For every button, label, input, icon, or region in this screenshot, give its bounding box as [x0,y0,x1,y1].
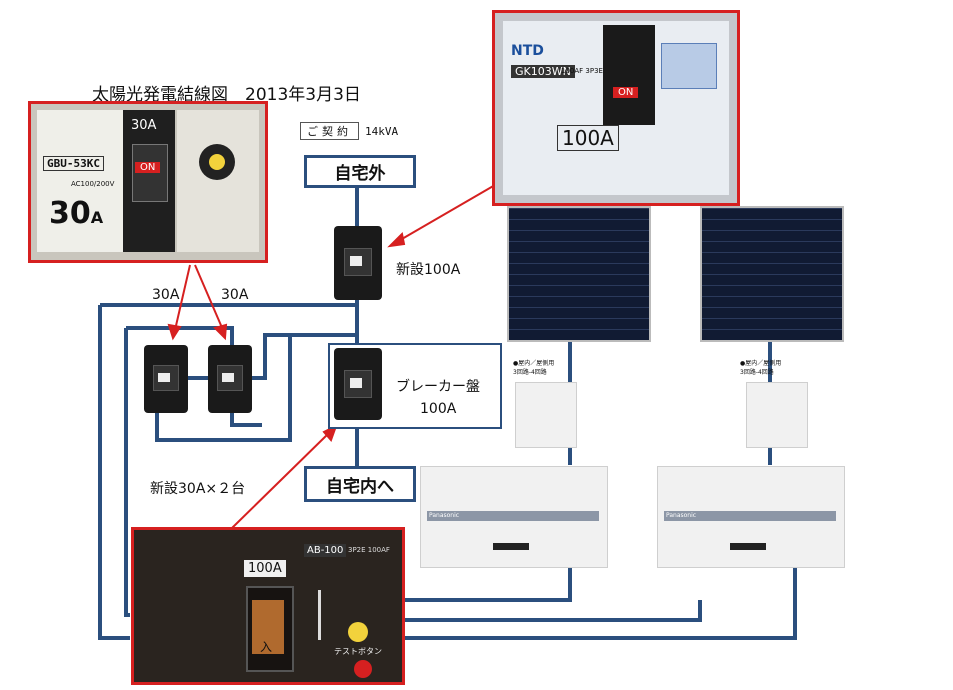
photo-bottom-test-icon [354,660,372,678]
photo-bottom-rating: 100A [244,560,286,577]
pcs-left-wire-2 [400,600,702,622]
junction-box-right [746,382,808,448]
panel-breaker [334,348,382,420]
photo-30a-breaker: GBU-53KC AC100/200V 30A 30A ON [28,101,268,263]
contract-value: 14kVA [365,124,399,138]
arrow-bottom [231,431,331,529]
photo-bottom-breaker: 100A AB-100 3P2E 100AF 入 テストボタン [131,527,405,685]
outside-node: 自宅外 [304,155,416,188]
left-outer-wire [98,305,130,640]
arrow-top-right [394,184,496,244]
inside-node: 自宅内へ [304,466,416,502]
arrow-left-1 [174,264,191,331]
photo-bottom-model: AB-100 [304,544,347,557]
photo-30a-top-label: 30A [131,118,157,133]
pcs-left-brand: Panasonic [429,512,460,519]
photo-100a-on: ON [613,87,639,98]
pcs-right-wire [400,565,797,640]
photo-bottom-indicator-icon [348,622,368,642]
small-breaker-bottom-left [155,335,292,442]
photo-bottom-test: テストボタン [334,647,382,656]
photo-bottom-spec: 3P2E 100AF [348,546,390,554]
contract-stamp: ご契約 14kVA [300,122,398,140]
junction-box-left-label: ●屋内／屋側用 3回路-4回路 [513,360,555,376]
left-inner-wire [124,328,130,617]
junction-box-left [515,382,577,448]
junction-box-right-label: ●屋内／屋側用 3回路-4回路 [740,360,782,376]
solar-panel-right [700,206,844,342]
photo-100a-model: GK103WN [511,65,575,78]
photo-30a-unit: A [90,208,104,227]
pcs-left-wire [400,565,572,602]
contract-label: ご契約 [300,122,359,140]
photo-30a-spec: AC100/200V [71,180,115,188]
new-small-label: 新設30A×２台 [150,481,246,497]
small-breaker-right-label: 30A [221,287,249,303]
photo-100a-spec: 100AF 3P3E [561,67,603,75]
photo-100a-brand: NTD [511,43,544,59]
small-breaker-bottom-right [230,412,262,427]
solar-panel-left [507,206,651,342]
pcs-right-brand: Panasonic [666,512,697,519]
power-conditioner-left: Panasonic [420,466,608,568]
small-breaker-left [144,345,188,413]
main-new-breaker [334,226,382,300]
left-loop-2 [126,326,234,345]
breaker-panel-label: ブレーカー盤 [396,379,480,395]
photo-30a-model: GBU-53KC [43,156,104,171]
photo-100a-rating: 100A [557,125,619,151]
photo-30a-number: 30 [49,196,91,231]
diagram-title: 太陽光発電結線図 2013年3月3日 [92,85,361,105]
power-conditioner-right: Panasonic [657,466,845,568]
small-breaker-left-label: 30A [152,287,180,303]
photo-30a-on: ON [135,162,161,173]
photo-30a-rating: 30A [49,196,103,231]
photo-bottom-switch: 入 [260,640,273,654]
breaker-panel-amp: 100A [420,401,457,417]
arrow-left-2 [194,264,224,331]
small-breaker-right [208,345,252,413]
new-main-label: 新設100A [396,262,461,278]
photo-100a-breaker: NTD GK103WN 100AF 3P3E 100A ON [492,10,740,206]
